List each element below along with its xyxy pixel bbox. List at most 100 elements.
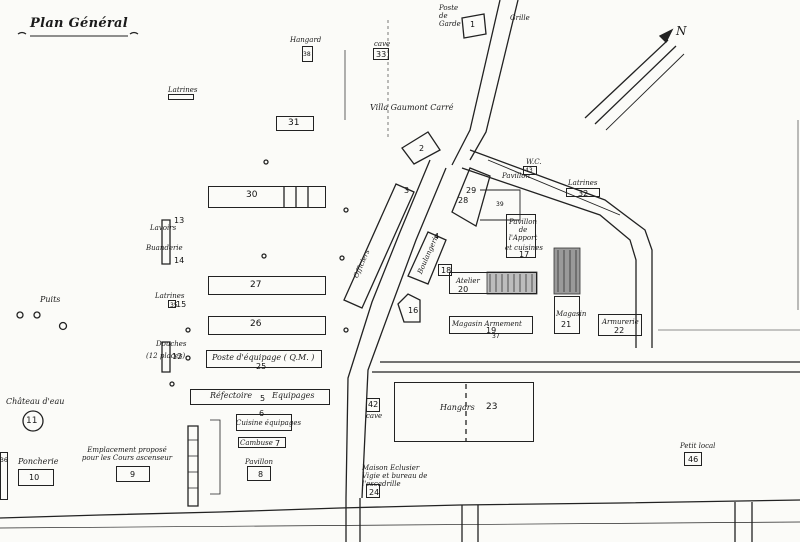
number-3: 3 bbox=[404, 186, 410, 195]
number-42: 42 bbox=[368, 400, 379, 409]
building-24 bbox=[366, 484, 380, 498]
label-atelier: Atelier bbox=[456, 277, 480, 285]
number-7: 7 bbox=[275, 439, 281, 448]
label-latrines-mid: Latrines bbox=[155, 292, 185, 300]
building-25 bbox=[206, 350, 322, 368]
building-36 bbox=[0, 452, 8, 500]
label-cuisine-equipages: Cuisine équipages bbox=[236, 419, 302, 427]
building-7 bbox=[238, 437, 286, 448]
building-31 bbox=[276, 116, 314, 131]
building-35 bbox=[168, 300, 176, 308]
label-poncherie: Poncherie bbox=[18, 457, 59, 466]
number-26: 26 bbox=[250, 319, 262, 329]
label-puits: Puits bbox=[40, 295, 61, 304]
number-1: 1 bbox=[470, 20, 476, 29]
number-9: 9 bbox=[130, 470, 136, 479]
label-chateau-eau: Château d'eau bbox=[6, 397, 65, 406]
label-armurerie: Armurerie bbox=[602, 318, 639, 326]
label-magasin: Magasin bbox=[556, 310, 587, 318]
building-38 bbox=[302, 46, 313, 62]
label-petit-local: Petit local bbox=[680, 442, 716, 450]
number-13: 13 bbox=[174, 216, 185, 225]
number-29: 29 bbox=[466, 186, 477, 195]
label-magasin-armement: Magasin Armement bbox=[452, 320, 522, 328]
number-16: 16 bbox=[408, 306, 419, 315]
building-20 bbox=[449, 272, 537, 294]
number-30: 30 bbox=[246, 190, 258, 200]
number-39: 39 bbox=[496, 201, 504, 208]
building-32 bbox=[566, 188, 600, 197]
number-31: 31 bbox=[288, 118, 300, 128]
building-23 bbox=[394, 382, 534, 442]
label-buanderie: Buanderie bbox=[146, 244, 183, 252]
number-15: 15 bbox=[176, 300, 187, 309]
number-33: 33 bbox=[376, 50, 387, 59]
label-latrines-top: Latrines bbox=[168, 86, 198, 94]
label-pavillon-apport: Pavillon de l'Apport bbox=[508, 218, 538, 242]
label-refectoire: Réfectoire bbox=[210, 391, 253, 400]
number-24: 24 bbox=[369, 488, 380, 497]
number-4: 4 bbox=[434, 232, 440, 241]
label-equipages: Equipages bbox=[272, 391, 315, 400]
number-18: 18 bbox=[441, 266, 452, 275]
label-douches: Douches bbox=[156, 340, 187, 348]
number-37: 37 bbox=[492, 333, 500, 340]
building-17 bbox=[506, 214, 536, 258]
building-5 bbox=[190, 389, 330, 405]
building-21 bbox=[554, 296, 580, 334]
label-emplacement: Emplacement proposé pour les Cours ascen… bbox=[81, 446, 173, 462]
building-30 bbox=[208, 186, 326, 208]
label-hangars: Hangars bbox=[440, 403, 475, 412]
number-35: 35 bbox=[170, 302, 178, 309]
building-43 bbox=[523, 166, 537, 175]
number-21: 21 bbox=[561, 320, 572, 329]
label-cave-bottom: cave bbox=[366, 412, 383, 420]
number-12: 12 bbox=[172, 352, 183, 361]
number-38: 38 bbox=[303, 51, 311, 58]
label-latrines-right: Latrines bbox=[568, 179, 598, 187]
map-title: Plan Général bbox=[30, 16, 129, 31]
label-cuisines: et cuisines bbox=[505, 244, 543, 252]
label-pavillon-bottom: Pavillon bbox=[245, 458, 273, 466]
number-46: 46 bbox=[688, 455, 699, 464]
number-43: 43 bbox=[525, 167, 533, 174]
building-26 bbox=[208, 316, 326, 335]
building-18 bbox=[438, 264, 452, 276]
number-10: 10 bbox=[29, 473, 40, 482]
label-poste-equipage: Poste d'équipage ( Q.M. ) bbox=[212, 353, 315, 362]
label-villa: Villa Gaumont Carré bbox=[370, 103, 454, 112]
number-6: 6 bbox=[259, 409, 265, 418]
label-grille: Grille bbox=[510, 14, 530, 22]
label-cave-top: cave bbox=[374, 40, 391, 48]
number-17: 17 bbox=[519, 250, 530, 259]
building-34 bbox=[168, 94, 194, 100]
number-27: 27 bbox=[250, 280, 262, 290]
label-maison-eclusier: Maison Eclusier Vigie et bureau de l'esc… bbox=[362, 464, 428, 488]
building-42 bbox=[366, 398, 380, 412]
number-22: 22 bbox=[614, 326, 625, 335]
building-22 bbox=[598, 314, 642, 336]
building-6 bbox=[236, 414, 292, 431]
north-indicator: N bbox=[676, 24, 687, 38]
building-46 bbox=[684, 452, 702, 466]
building-10 bbox=[18, 469, 54, 486]
building-27 bbox=[208, 276, 326, 295]
number-11: 11 bbox=[26, 416, 38, 426]
number-25: 25 bbox=[256, 362, 267, 371]
number-5: 5 bbox=[260, 394, 266, 403]
number-2: 2 bbox=[419, 144, 425, 153]
building-19 bbox=[449, 316, 533, 334]
number-8: 8 bbox=[258, 470, 264, 479]
label-lavoirs: Lavoirs bbox=[150, 224, 177, 232]
building-8 bbox=[247, 466, 271, 481]
label-pavillon: Pavillon bbox=[502, 172, 530, 180]
label-hangard: Hangard bbox=[290, 36, 322, 44]
number-20: 20 bbox=[458, 285, 469, 294]
building-33 bbox=[373, 48, 389, 60]
number-32: 32 bbox=[578, 189, 589, 198]
label-poste-garde: Poste de Garde bbox=[439, 4, 461, 28]
building-9 bbox=[116, 466, 150, 482]
label-wc-top: W.C. bbox=[526, 158, 542, 166]
